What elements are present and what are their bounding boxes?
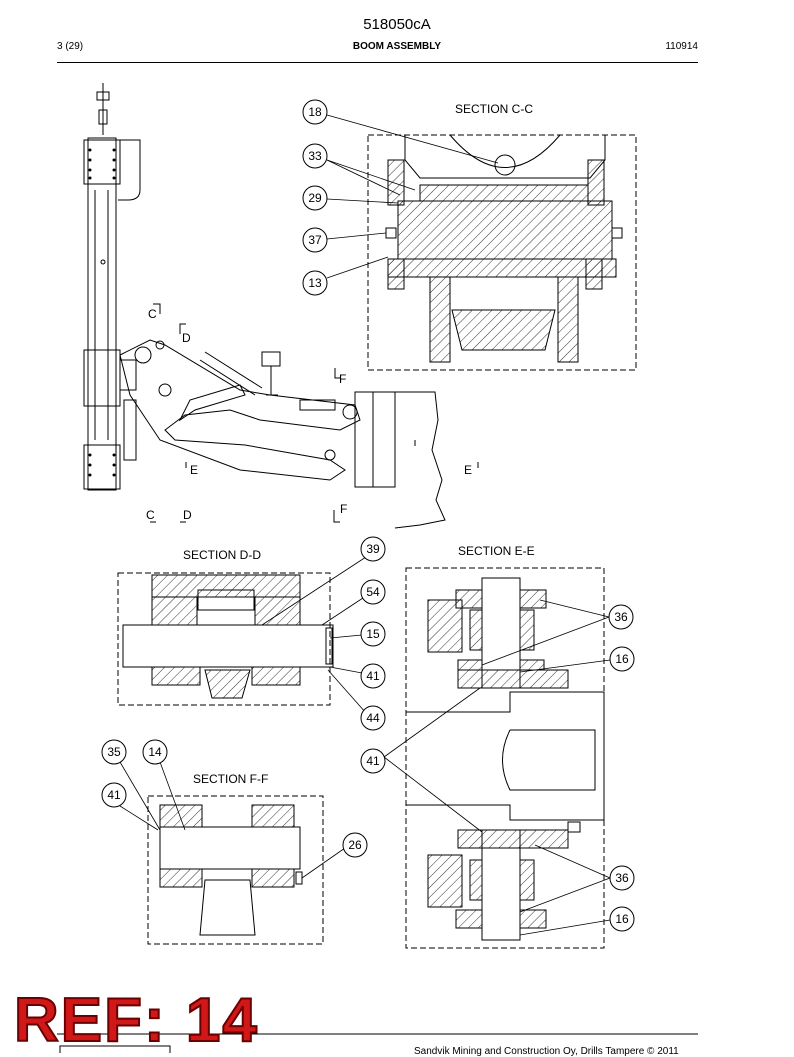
svg-text:13: 13: [308, 276, 322, 290]
svg-text:26: 26: [348, 838, 362, 852]
svg-text:54: 54: [366, 585, 380, 599]
svg-text:41: 41: [366, 669, 380, 683]
svg-text:36: 36: [614, 610, 628, 624]
callout-15: 15: [360, 621, 386, 647]
view-mark-e-right: E: [464, 463, 472, 477]
section-ee-drawing: [405, 567, 605, 949]
date-code: 110914: [665, 41, 698, 52]
callout-36-lower: 36: [609, 865, 635, 891]
view-mark-c-top: C: [148, 307, 157, 321]
svg-text:41: 41: [366, 754, 380, 768]
callout-44: 44: [360, 705, 386, 731]
svg-text:18: 18: [308, 105, 322, 119]
leader-lines: [119, 114, 611, 936]
view-mark-c-bottom: C: [146, 508, 155, 522]
callout-36-upper: 36: [608, 604, 634, 630]
section-ff-drawing: [147, 795, 324, 945]
main-side-view: [83, 83, 446, 529]
view-mark-d-bottom: D: [183, 508, 192, 522]
view-mark-e-left: E: [190, 463, 198, 477]
callout-37: 37: [302, 227, 328, 253]
section-ee-label: SECTION E-E: [458, 544, 535, 558]
callout-39: 39: [360, 536, 386, 562]
callout-35: 35: [101, 739, 127, 765]
callout-41-ff: 41: [101, 782, 127, 808]
callout-26: 26: [342, 832, 368, 858]
ref-stamp: REF: 14: [13, 985, 259, 1056]
callout-16-upper: 16: [609, 646, 635, 672]
document-number: 518050cA: [363, 16, 431, 33]
view-mark-d-top: D: [182, 331, 191, 345]
svg-text:15: 15: [366, 627, 380, 641]
page-title: BOOM ASSEMBLY: [352, 41, 442, 52]
section-dd-drawing: [117, 572, 334, 706]
callout-18: 18: [302, 99, 328, 125]
svg-text:35: 35: [107, 745, 121, 759]
section-cc-drawing: [367, 134, 637, 371]
header-rule: [57, 62, 698, 63]
callout-29: 29: [302, 185, 328, 211]
callout-16-lower: 16: [609, 906, 635, 932]
svg-text:44: 44: [366, 711, 380, 725]
callout-33: 33: [302, 143, 328, 169]
callout-14: 14: [142, 739, 168, 765]
callout-13: 13: [302, 270, 328, 296]
callout-54: 54: [360, 579, 386, 605]
svg-text:29: 29: [308, 191, 322, 205]
page-number: 3 (29): [57, 41, 84, 52]
svg-text:14: 14: [148, 745, 162, 759]
footer-copyright: Sandvik Mining and Construction Oy, Dril…: [414, 1046, 679, 1057]
callout-41-ee: 41: [360, 748, 386, 774]
svg-text:33: 33: [308, 149, 322, 163]
svg-text:16: 16: [615, 912, 629, 926]
callout-41-dd: 41: [360, 663, 386, 689]
svg-text:36: 36: [615, 871, 629, 885]
view-mark-f-bottom: F: [340, 502, 347, 516]
callouts: 18 33 29 37 13 39 54 15 41 44 36 16 41 3…: [101, 99, 635, 932]
view-mark-f-top: F: [339, 372, 346, 386]
svg-text:41: 41: [107, 788, 121, 802]
svg-text:16: 16: [615, 652, 629, 666]
svg-text:37: 37: [308, 233, 322, 247]
svg-text:39: 39: [366, 542, 380, 556]
section-ff-label: SECTION F-F: [193, 772, 268, 786]
section-markers: [150, 303, 479, 523]
footer-logo: [59, 1045, 171, 1053]
section-dd-label: SECTION D-D: [183, 548, 261, 562]
section-cc-label: SECTION C-C: [455, 102, 533, 116]
